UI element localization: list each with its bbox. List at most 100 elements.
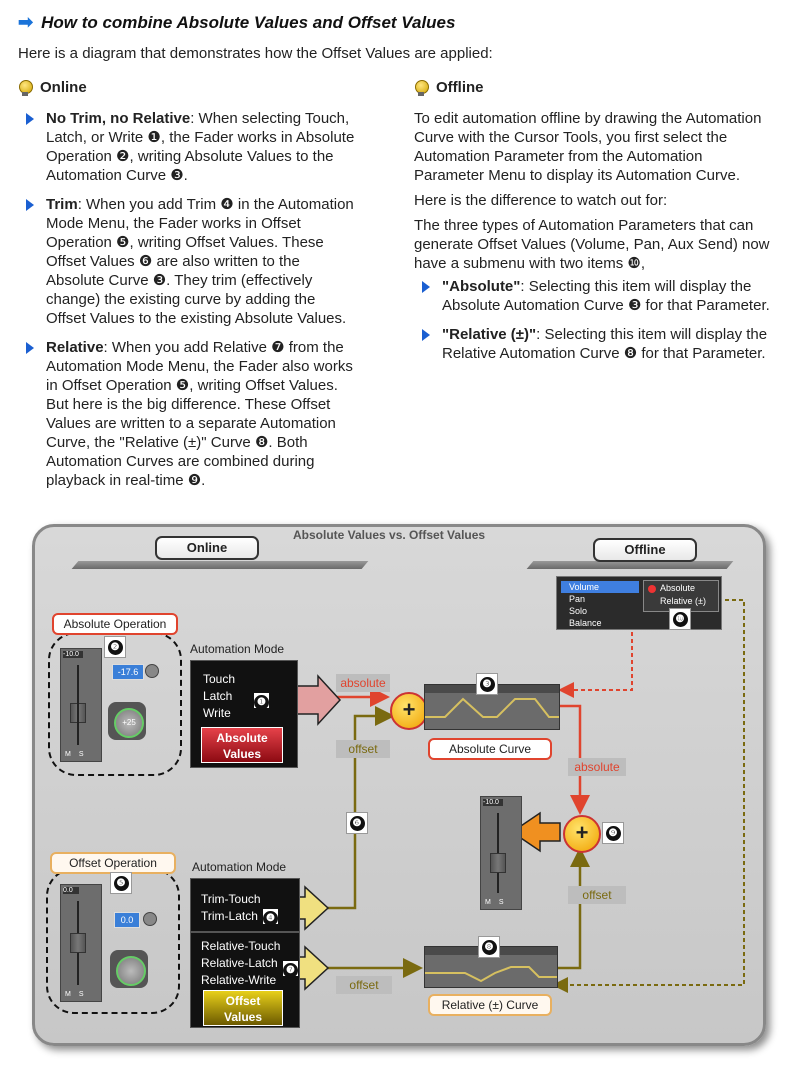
online-label: Online [155,536,259,560]
fader-handle[interactable] [70,933,86,953]
menu-item-balance[interactable]: Balance [569,618,602,628]
offset-knob[interactable] [116,956,146,986]
offline-title: Offline [436,79,484,96]
menu-relative-dashed [552,599,745,993]
marker-3: ❸ [476,673,498,695]
bullet-bold: "Absolute" [442,278,521,295]
fader-handle[interactable] [490,853,506,873]
offline-heading: Offline [414,78,770,97]
record-icon [648,585,656,593]
section-title: How to combine Absolute Values and Offse… [41,12,456,32]
arrow-right-icon: ➡ [18,12,34,32]
bullet-triangle-icon [422,281,430,293]
bullet-bold: Relative [46,339,104,356]
bullet-triangle-icon [422,329,430,341]
offline-column: Offline To edit automation offline by dr… [414,78,770,363]
menu-item-solo[interactable]: Solo [569,606,588,616]
submenu-absolute[interactable]: Absolute [660,583,696,593]
mode-latch[interactable]: Latch [203,689,233,703]
bullet-triangle-icon [26,113,34,125]
bullet-bold: "Relative (±)" [442,326,537,343]
bullet-text: : When you add Trim ❹ in the Automation … [46,196,354,327]
marker-8: ❽ [478,936,500,958]
bullet-bold: Trim [46,196,78,213]
offline-label: Offline [593,538,697,562]
online-bullet-2: Trim: When you add Trim ❹ in the Automat… [18,195,358,328]
offline-paragraph-2: Here is the difference to watch out for: [414,192,668,209]
mode-trim-latch[interactable]: Trim-Latch [201,909,258,923]
pan-knob[interactable]: +25 [114,708,144,738]
bullet-triangle-icon [26,199,34,211]
online-heading: Online [18,78,358,97]
offset-knob-box [110,950,148,988]
marker-10: ❿ [669,608,691,630]
marker-7: ❼ [283,961,298,978]
bullet-text: : When you add Relative ❼ from the Autom… [46,339,353,489]
pan-knob-box: +25 [108,702,146,740]
sum-node-1: + [390,692,428,730]
diagram-title: Absolute Values vs. Offset Values [293,528,486,542]
bullet-bold: No Trim, no Relative [46,110,191,127]
sum-node-2: + [563,815,601,853]
section-heading: ➡ How to combine Absolute Values and Off… [18,12,455,33]
offset-values-badge: Offset Values [203,990,283,1026]
offset-value-display[interactable]: 0.0 [114,912,140,928]
flow-label-offset-3: offset [568,886,626,904]
fader-top-value: -10.0 [483,799,503,806]
bullet-triangle-icon [26,342,34,354]
marker-5: ❺ [110,872,132,894]
big-arrow-playback [510,811,561,853]
flow-label-absolute-2: absolute [568,758,626,776]
online-title: Online [40,79,87,96]
flow-offset-line-3 [556,847,590,970]
bullet-text: : When selecting Touch, Latch, or Write … [46,110,355,184]
marker-9: ❾ [602,822,624,844]
mode-trim-touch[interactable]: Trim-Touch [201,892,261,906]
fader-track [77,665,79,745]
menu-item-pan[interactable]: Pan [569,594,586,604]
trim-mode-box: Trim-Touch Trim-Latch ❹ [190,878,300,932]
bullet-text: : Selecting this item will display the A… [442,278,770,314]
absolute-value-display[interactable]: -17.6 [112,664,144,680]
intro-text: Here is a diagram that demonstrates how … [18,45,493,62]
absolute-curve-label: Absolute Curve [428,738,552,760]
submenu: Absolute Relative (±) [643,580,719,612]
absolute-values-badge: Absolute Values [201,727,283,763]
offset-operation-label: Offset Operation [50,852,176,874]
mode-touch[interactable]: Touch [203,672,236,686]
mode-relative-write[interactable]: Relative-Write [201,973,277,987]
marker-4: ❹ [263,909,278,926]
mode-relative-latch[interactable]: Relative-Latch [201,956,278,970]
flow-label-offset-2: offset [336,976,392,994]
offline-bullet-2: "Relative (±)": Selecting this item will… [414,325,770,363]
relative-curve-label: Relative (±) Curve [428,994,552,1016]
marker-1: ❶ [254,693,269,710]
offline-paragraph-3: The three types of Automation Parameters… [414,217,770,272]
offline-paragraph-1: To edit automation offline by drawing th… [414,110,762,184]
knob-icon[interactable] [145,664,159,678]
marker-2: ❷ [104,636,126,658]
submenu-relative[interactable]: Relative (±) [660,596,706,606]
flow-label-absolute-1: absolute [336,674,390,692]
lightbulb-icon [414,79,429,96]
online-bullet-1: No Trim, no Relative: When selecting Tou… [18,109,358,185]
flow-label-offset-1: offset [336,740,390,758]
mode-relative-touch[interactable]: Relative-Touch [201,939,281,953]
menu-item-volume[interactable]: Volume [561,581,639,593]
online-column: Online No Trim, no Relative: When select… [18,78,358,490]
knob-icon[interactable] [143,912,157,926]
online-bullet-3: Relative: When you add Relative ❼ from t… [18,338,358,490]
marker-6: ❻ [346,812,368,834]
automation-mode-label-2: Automation Mode [192,860,287,874]
mode-write[interactable]: Write [203,706,231,720]
offline-bullet-1: "Absolute": Selecting this item will dis… [414,277,770,315]
lightbulb-icon [18,79,33,96]
automation-parameter-menu: Volume Pan Solo Balance Absolute Relativ… [556,576,722,630]
fader-top-value: 0.0 [63,887,79,894]
